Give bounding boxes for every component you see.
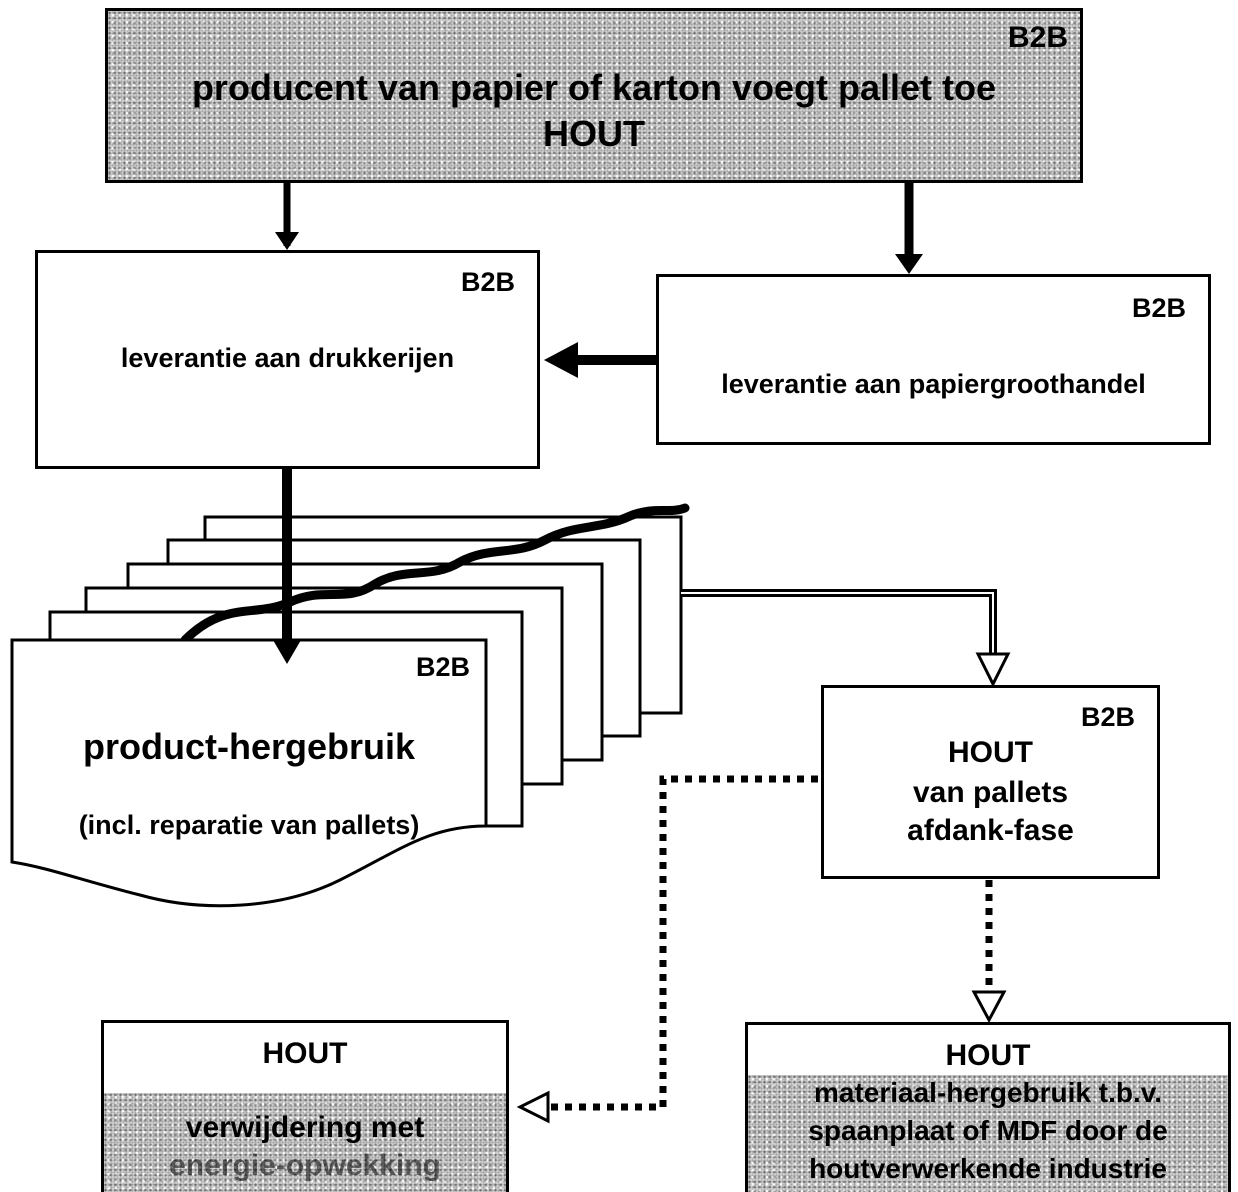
drukkerijen-b2b-tag: B2B [460, 267, 515, 297]
papiergroothandel-box: B2B leverantie aan papiergroothandel [656, 274, 1211, 445]
verwijdering-line1: verwijdering met [185, 1111, 425, 1144]
verwijdering-title: HOUT [262, 1037, 348, 1070]
producent-box: B2B producent van papier of karton voegt… [105, 8, 1083, 183]
hergebruik-b2b-tag: B2B [415, 652, 470, 682]
verwijdering-box: HOUT verwijdering met energie-opwekking [101, 1020, 509, 1192]
arrowhead-papiergroothandel [895, 254, 923, 274]
hergebruik-text-area: B2B product-hergebruik (incl. reparatie … [12, 640, 486, 840]
arrowhead-afdank [975, 652, 1011, 688]
materiaal-title: HOUT [945, 1039, 1031, 1072]
producent-b2b-tag: B2B [1007, 21, 1068, 54]
materiaal-line2: spaanplaat of MDF door de [808, 1115, 1168, 1146]
materiaal-shaded-band [748, 1075, 1228, 1192]
papiergroothandel-b2b-tag: B2B [1131, 293, 1186, 323]
verwijdering-line2: energie-opwekking [169, 1149, 441, 1182]
producent-line2: HOUT [543, 113, 645, 154]
materiaal-box: HOUT materiaal-hergebruik t.b.v. spaanpl… [745, 1022, 1231, 1192]
afdank-box: B2B HOUT van pallets afdank-fase [821, 685, 1160, 879]
producent-line1: producent van papier of karton voegt pal… [191, 67, 997, 108]
front-page [10, 638, 488, 908]
hergebruik-title: product-hergebruik [82, 726, 415, 767]
drukkerijen-box: B2B leverantie aan drukkerijen [35, 250, 540, 469]
afdank-line1: HOUT [948, 736, 1033, 769]
arrowhead-left [544, 342, 578, 378]
afdank-b2b-tag: B2B [1080, 702, 1135, 732]
arrow-hergebruik-to-afdank [681, 589, 997, 660]
arrowhead-materiaal [971, 990, 1007, 1024]
arrowhead-hergebruik [273, 640, 301, 664]
drukkerijen-label: leverantie aan drukkerijen [120, 343, 455, 373]
afdank-line2: van pallets [912, 776, 1069, 809]
verwijdering-shaded-band [104, 1093, 506, 1192]
materiaal-line1: materiaal-hergebruik t.b.v. [813, 1077, 1163, 1108]
arrowhead-verwijdering [516, 1090, 550, 1124]
materiaal-line3: houtverwerkende industrie [809, 1153, 1167, 1184]
papiergroothandel-label: leverantie aan papiergroothandel [721, 369, 1146, 399]
arrowhead-drukkerijen [275, 232, 299, 250]
hergebruik-subtitle: (incl. reparatie van pallets) [78, 810, 420, 840]
afdank-line3: afdank-fase [907, 814, 1074, 847]
